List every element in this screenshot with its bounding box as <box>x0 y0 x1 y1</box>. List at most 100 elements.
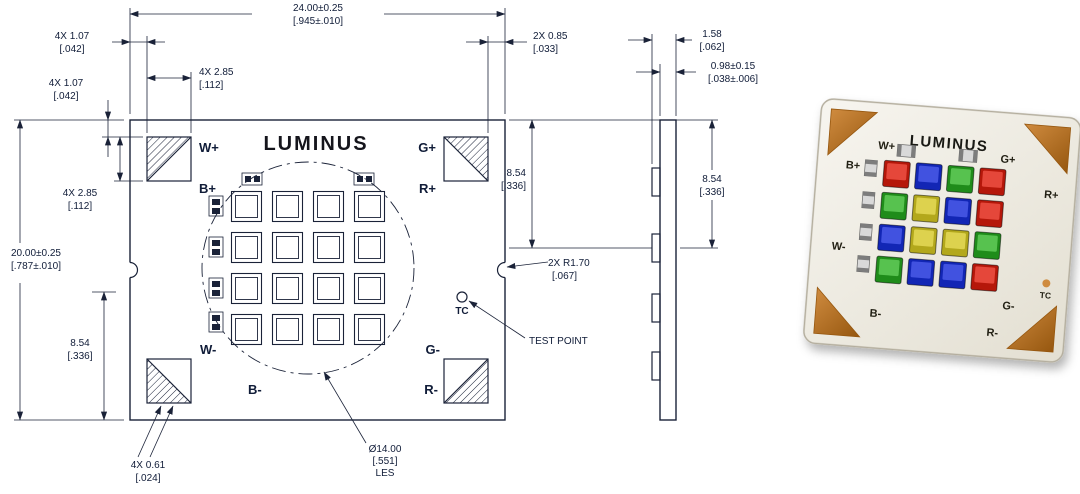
esd-component <box>208 236 224 258</box>
corner-pad-wplus <box>146 136 192 182</box>
leader-line <box>468 300 526 339</box>
render-smd-cap <box>896 144 902 157</box>
esd-body <box>241 172 263 186</box>
render-smd-cap <box>864 171 877 177</box>
notch-mask-left <box>122 262 138 278</box>
led-die-inner <box>235 236 258 259</box>
led-die-outline <box>271 190 304 223</box>
render-led-face <box>949 168 971 186</box>
dim-notch-mm: 2X R1.70 <box>548 258 590 269</box>
dim-offset-left-mm: 8.54 <box>70 338 90 349</box>
dim-height-mm: 20.00±0.25 <box>11 248 61 259</box>
dim-inset-side-in: [.042] <box>53 91 78 102</box>
pad-label-rminus: R- <box>424 382 438 397</box>
led-die-inner <box>235 318 258 341</box>
render-smd-cap <box>857 255 870 261</box>
corner-pad-wminus <box>146 358 192 404</box>
led-die-outline <box>312 231 345 264</box>
dim-inset-top-in: [.042] <box>59 44 84 55</box>
render-led-face <box>944 231 966 250</box>
notch-right <box>496 261 506 279</box>
led-die-outline <box>230 272 263 305</box>
led-die-outline <box>312 272 345 305</box>
pad-label-wplus: W+ <box>199 140 219 155</box>
render-pad-label-bplus: B+ <box>845 159 860 172</box>
pad-label-gplus: G+ <box>418 140 436 155</box>
pad-label-bplus: B+ <box>199 181 216 196</box>
led-die-inner <box>276 195 299 218</box>
dim-edge-gap-mm: 2X 0.85 <box>533 31 568 42</box>
render-led-face <box>974 266 996 284</box>
dim-side-total-mm: 1.58 <box>702 29 722 40</box>
dim-pad-top-in: [.112] <box>199 80 223 91</box>
led-die-inner <box>358 318 381 341</box>
corner-pad-outline <box>146 136 192 182</box>
esd-pad <box>245 176 251 182</box>
led-die-inner <box>276 236 299 259</box>
esd-component <box>208 195 224 217</box>
render-smd-cap <box>856 267 869 273</box>
render-pad-label-gplus: G+ <box>1000 153 1016 166</box>
pad-label-gminus: G- <box>426 342 440 357</box>
dim-side-offset-mm: 8.54 <box>702 174 722 185</box>
esd-body <box>353 172 375 186</box>
render-pad-label-gminus: G- <box>1002 300 1015 313</box>
esd-pad <box>212 208 220 214</box>
esd-component <box>208 311 224 333</box>
leader-line <box>323 371 367 444</box>
leader-line <box>137 405 162 458</box>
esd-pad <box>212 324 220 330</box>
corner-pad-diagonal <box>146 358 192 404</box>
corner-pad-diagonal <box>443 358 489 404</box>
test-point-callout: TEST POINT <box>529 336 588 347</box>
render-led-face <box>947 200 969 218</box>
leader-line <box>149 405 174 458</box>
esd-component <box>208 277 224 299</box>
tc-test-point-circle <box>456 291 468 303</box>
dim-side-board-in: [.038±.006] <box>708 74 758 85</box>
front-view: W+ B+ G+ R+ W- B- G- R- LUMINUS <box>122 119 513 421</box>
render-led-face <box>976 234 998 252</box>
tc-label: TC <box>455 306 468 317</box>
corner-pad-diagonal <box>146 136 192 182</box>
render-copper-pad-tr <box>1023 123 1072 175</box>
led-die-outline <box>230 313 263 346</box>
led-die-outline <box>353 231 386 264</box>
pad-label-wminus: W- <box>200 342 216 357</box>
led-die-grid <box>230 190 386 346</box>
notch-left <box>129 261 139 279</box>
render-smd-cap <box>862 191 875 197</box>
render-smd-cap <box>865 159 878 165</box>
render-led-face <box>878 258 900 277</box>
dim-width-in: [.945±.010] <box>293 16 343 27</box>
luminus-logo: LUMINUS <box>263 133 368 155</box>
esd-body <box>208 277 224 299</box>
render-pad-label-bminus: B- <box>869 308 882 321</box>
esd-pad <box>212 281 220 287</box>
esd-pad <box>357 176 363 182</box>
led-die-inner <box>276 277 299 300</box>
esd-pad <box>366 176 372 182</box>
led-die-inner <box>317 236 340 259</box>
esd-body <box>208 195 224 217</box>
dim-trace-mm: 4X 0.61 <box>131 460 166 471</box>
pad-label-bminus: B- <box>248 382 262 397</box>
render-led-face <box>883 195 905 213</box>
render-smd-cap <box>860 223 873 229</box>
esd-component <box>241 172 263 186</box>
pad-label-rplus: R+ <box>419 181 436 196</box>
side-led-bump <box>651 233 661 263</box>
esd-pad <box>212 199 220 205</box>
led-die-outline <box>230 190 263 223</box>
render-led-face <box>913 229 935 247</box>
led-die-inner <box>358 195 381 218</box>
led-die-outline <box>271 272 304 305</box>
esd-body <box>208 311 224 333</box>
render-smd-cap <box>861 203 875 209</box>
render-smd-components <box>856 143 978 273</box>
render-pad-label-rminus: R- <box>986 327 999 340</box>
render-led-face <box>942 263 964 282</box>
leader-line <box>506 261 549 270</box>
render-copper-pad-tl <box>827 108 879 156</box>
